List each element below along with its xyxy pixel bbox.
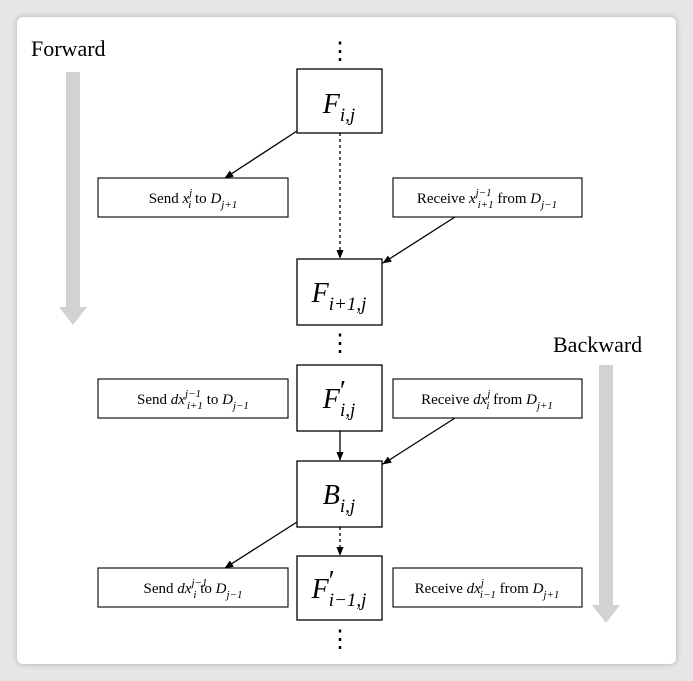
svg-text:F′i−1,j: F′i−1,j [311, 566, 367, 611]
node-subscript: i+1,j [329, 294, 367, 315]
node-b-i-j: Bi,j [296, 460, 383, 528]
svg-text:Fi,j: Fi,j [322, 89, 355, 126]
forward-direction-arrow [59, 72, 87, 325]
node-f-prime-i-j: F′i,j [296, 364, 383, 432]
node-subscript: i,j [340, 496, 355, 517]
arrow-receive-x [382, 216, 456, 264]
svg-text:Send xji to Dj+1: Send xji to Dj+1 [149, 187, 238, 211]
arrow-receive-dx [382, 417, 456, 465]
arrow-send-dx [224, 521, 298, 569]
node-prime: ′ [329, 566, 335, 597]
arrow-send-x [224, 130, 298, 179]
svg-text:Bi,j: Bi,j [323, 480, 355, 517]
node-base: B [323, 480, 340, 511]
svg-text:Receive xj−1i+1 from Dj−1: Receive xj−1i+1 from Dj−1 [417, 187, 557, 211]
node-prime: ′ [340, 376, 346, 407]
node-base: F [311, 574, 330, 605]
svg-text:F′i,j: F′i,j [322, 376, 356, 421]
svg-text:Send dxj−1i to Dj−1: Send dxj−1i to Dj−1 [144, 577, 243, 601]
ellipsis-top: ⋮ [328, 39, 352, 65]
backward-label: Backward [553, 332, 642, 357]
node-subscript: i,j [340, 400, 355, 421]
svg-text:Send dxj−1i+1 to Dj−1: Send dxj−1i+1 to Dj−1 [137, 388, 249, 412]
node-subscript: i−1,j [329, 590, 367, 611]
node-base: F [322, 89, 341, 120]
node-subscript: i,j [340, 105, 355, 126]
node-base: F [322, 384, 341, 415]
node-f-i-j: Fi,j [296, 68, 383, 134]
pipeline-diagram: Forward Backward ⋮ ⋮ ⋮ Fi,j Fi+1,j F′i,j… [31, 36, 642, 653]
diagram-card: Forward Backward ⋮ ⋮ ⋮ Fi,j Fi+1,j F′i,j… [17, 17, 676, 664]
ellipsis-middle: ⋮ [328, 331, 352, 357]
node-base: F [311, 278, 330, 309]
svg-text:Fi+1,j: Fi+1,j [311, 278, 367, 315]
ellipsis-bottom: ⋮ [328, 627, 352, 653]
node-f-i-plus-1-j: Fi+1,j [296, 258, 383, 326]
node-f-prime-i-minus-1-j: F′i−1,j [296, 555, 383, 621]
forward-label: Forward [31, 36, 106, 61]
backward-direction-arrow [592, 365, 620, 623]
